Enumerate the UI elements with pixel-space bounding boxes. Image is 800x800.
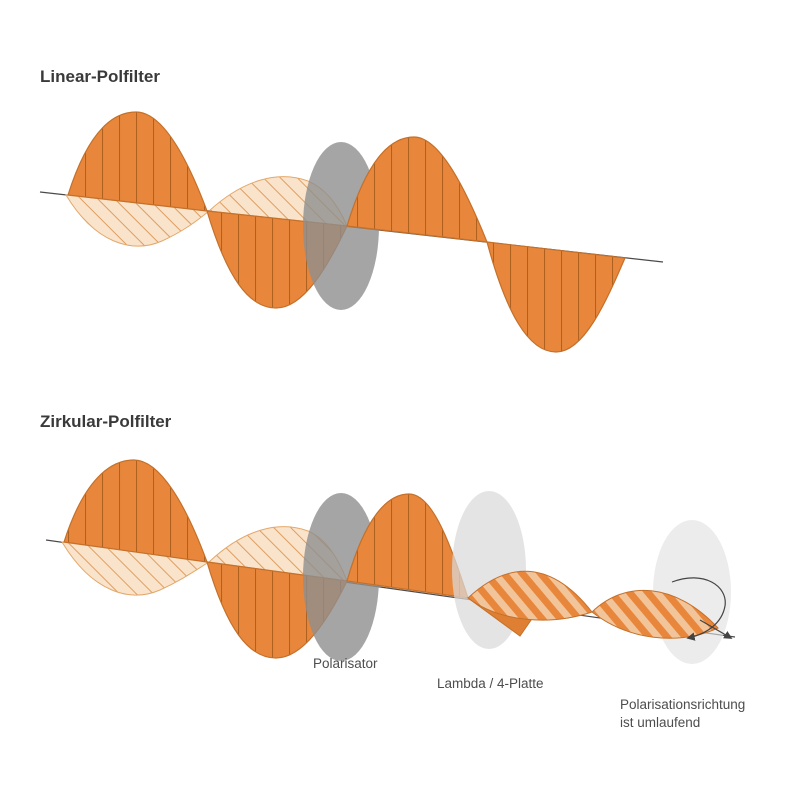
rotation-label-line1: Polarisationsrichtung (620, 697, 745, 712)
axis-tip-arrow (699, 619, 733, 639)
zirkular-polarizer-disc (303, 493, 379, 661)
twist-ribbon-2 (591, 589, 719, 639)
lambda-plate-label: Lambda / 4-Platte (437, 676, 544, 691)
linear-wave-crest-1 (67, 111, 208, 212)
linear-wave-shadow-1 (65, 194, 211, 247)
zirkular-wave-shadow-1 (61, 541, 211, 596)
linear-polarizer-disc (303, 142, 379, 310)
rotation-label-line2: ist umlaufend (620, 715, 700, 730)
rotation-arrow (671, 577, 726, 641)
output-rotation-ellipse (653, 520, 731, 664)
polarisator-label: Polarisator (313, 656, 378, 671)
zirkular-wave-crest-1 (63, 459, 208, 563)
zirkular-section-title: Zirkular-Polfilter (40, 412, 172, 431)
linear-wave-crest-2 (346, 136, 488, 243)
linear-section-title: Linear-Polfilter (40, 67, 160, 86)
linear-wave-trough-2 (486, 241, 626, 353)
zirkular-wave-crest-2 (346, 493, 469, 599)
